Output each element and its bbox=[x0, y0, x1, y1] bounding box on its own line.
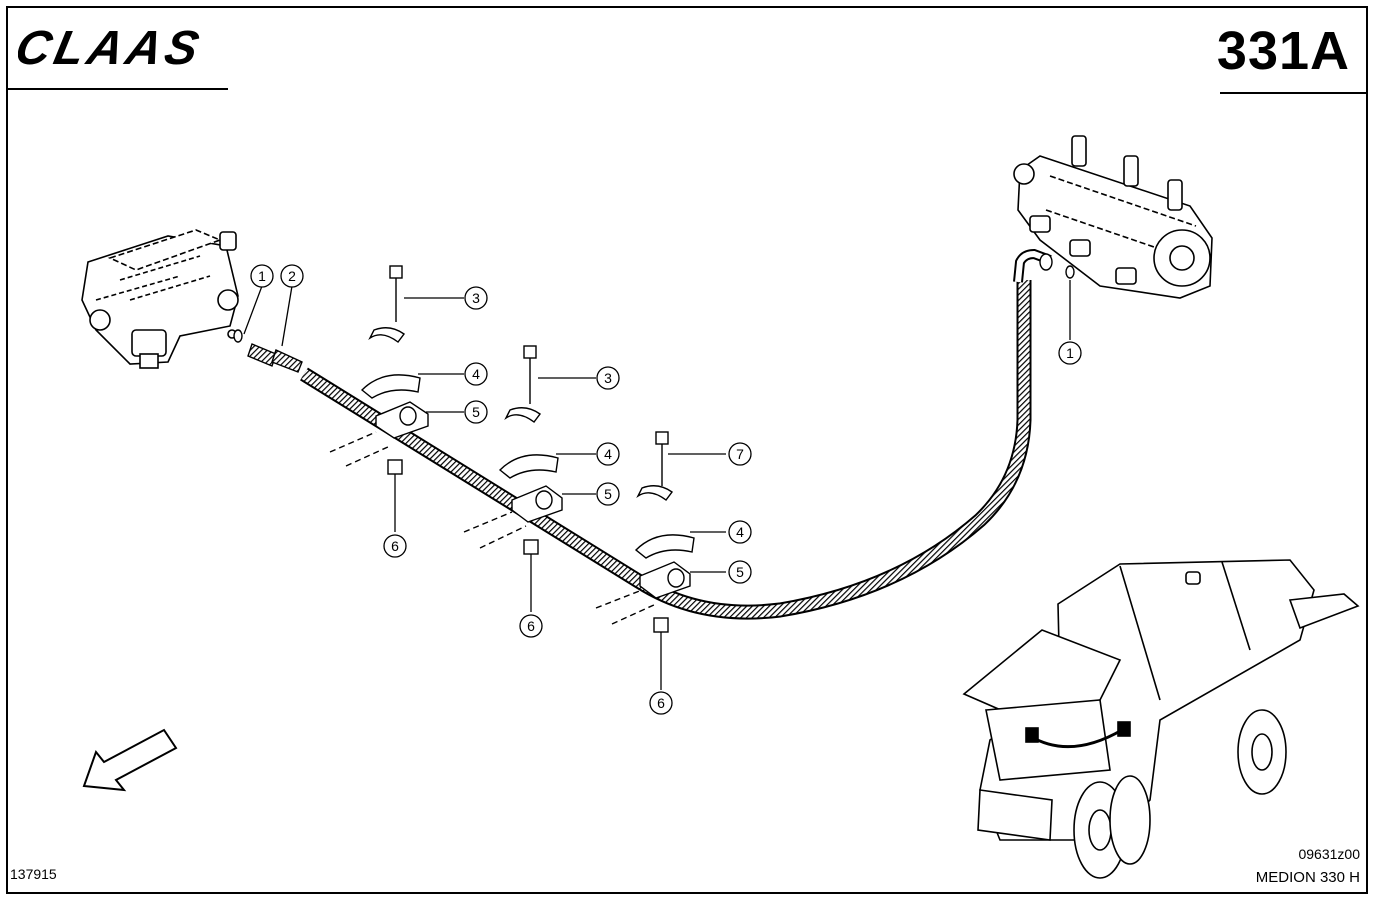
hose-fitting-left bbox=[233, 329, 303, 373]
callout-6-c: 6 bbox=[649, 691, 673, 715]
svg-text:6: 6 bbox=[391, 538, 399, 554]
svg-text:4: 4 bbox=[604, 446, 612, 462]
callout-6-b: 6 bbox=[519, 614, 543, 638]
document-number: 137915 bbox=[10, 866, 57, 882]
callout-1-right: 1 bbox=[1058, 341, 1082, 365]
clamp-group-3 bbox=[595, 431, 695, 633]
svg-text:6: 6 bbox=[527, 618, 535, 634]
svg-text:2: 2 bbox=[288, 268, 296, 284]
callout-3-a: 3 bbox=[464, 286, 488, 310]
direction-arrow bbox=[82, 728, 178, 792]
svg-text:5: 5 bbox=[604, 486, 612, 502]
clamp-group-1 bbox=[329, 265, 429, 475]
callout-5-a: 5 bbox=[464, 400, 488, 424]
callout-4-a: 4 bbox=[464, 362, 488, 386]
svg-text:7: 7 bbox=[736, 446, 744, 462]
svg-text:4: 4 bbox=[472, 366, 480, 382]
callout-4-c: 4 bbox=[728, 520, 752, 544]
callout-2: 2 bbox=[280, 264, 304, 288]
page-number-rule bbox=[1220, 92, 1366, 94]
callouts bbox=[243, 280, 1071, 690]
svg-text:5: 5 bbox=[472, 404, 480, 420]
figure-code: 09631z00 bbox=[1298, 846, 1360, 862]
callout-3-b: 3 bbox=[596, 366, 620, 390]
control-valve-block bbox=[81, 229, 239, 369]
combine-harvester-overview bbox=[962, 559, 1360, 879]
svg-text:3: 3 bbox=[604, 370, 612, 386]
callout-5-c: 5 bbox=[728, 560, 752, 584]
svg-text:4: 4 bbox=[736, 524, 744, 540]
callout-6-a: 6 bbox=[383, 534, 407, 558]
brand-logo-text: CLAAS bbox=[18, 22, 207, 72]
clamp-group-2 bbox=[463, 345, 563, 555]
model-name: MEDION 330 H bbox=[1255, 869, 1360, 886]
page-number: 331A bbox=[1216, 21, 1350, 81]
drawing-frame bbox=[6, 6, 1368, 894]
callout-4-b: 4 bbox=[596, 442, 620, 466]
svg-text:5: 5 bbox=[736, 564, 744, 580]
svg-text:1: 1 bbox=[258, 268, 266, 284]
callout-7: 7 bbox=[728, 442, 752, 466]
svg-text:3: 3 bbox=[472, 290, 480, 306]
claas-logo: CLAAS bbox=[18, 22, 207, 72]
hydraulic-hose bbox=[300, 248, 1075, 620]
hydraulic-pump-assembly bbox=[1013, 135, 1213, 299]
svg-text:6: 6 bbox=[657, 695, 665, 711]
svg-text:1: 1 bbox=[1066, 345, 1074, 361]
logo-rule bbox=[8, 88, 228, 90]
callout-1-left: 1 bbox=[250, 264, 274, 288]
callout-5-b: 5 bbox=[596, 482, 620, 506]
